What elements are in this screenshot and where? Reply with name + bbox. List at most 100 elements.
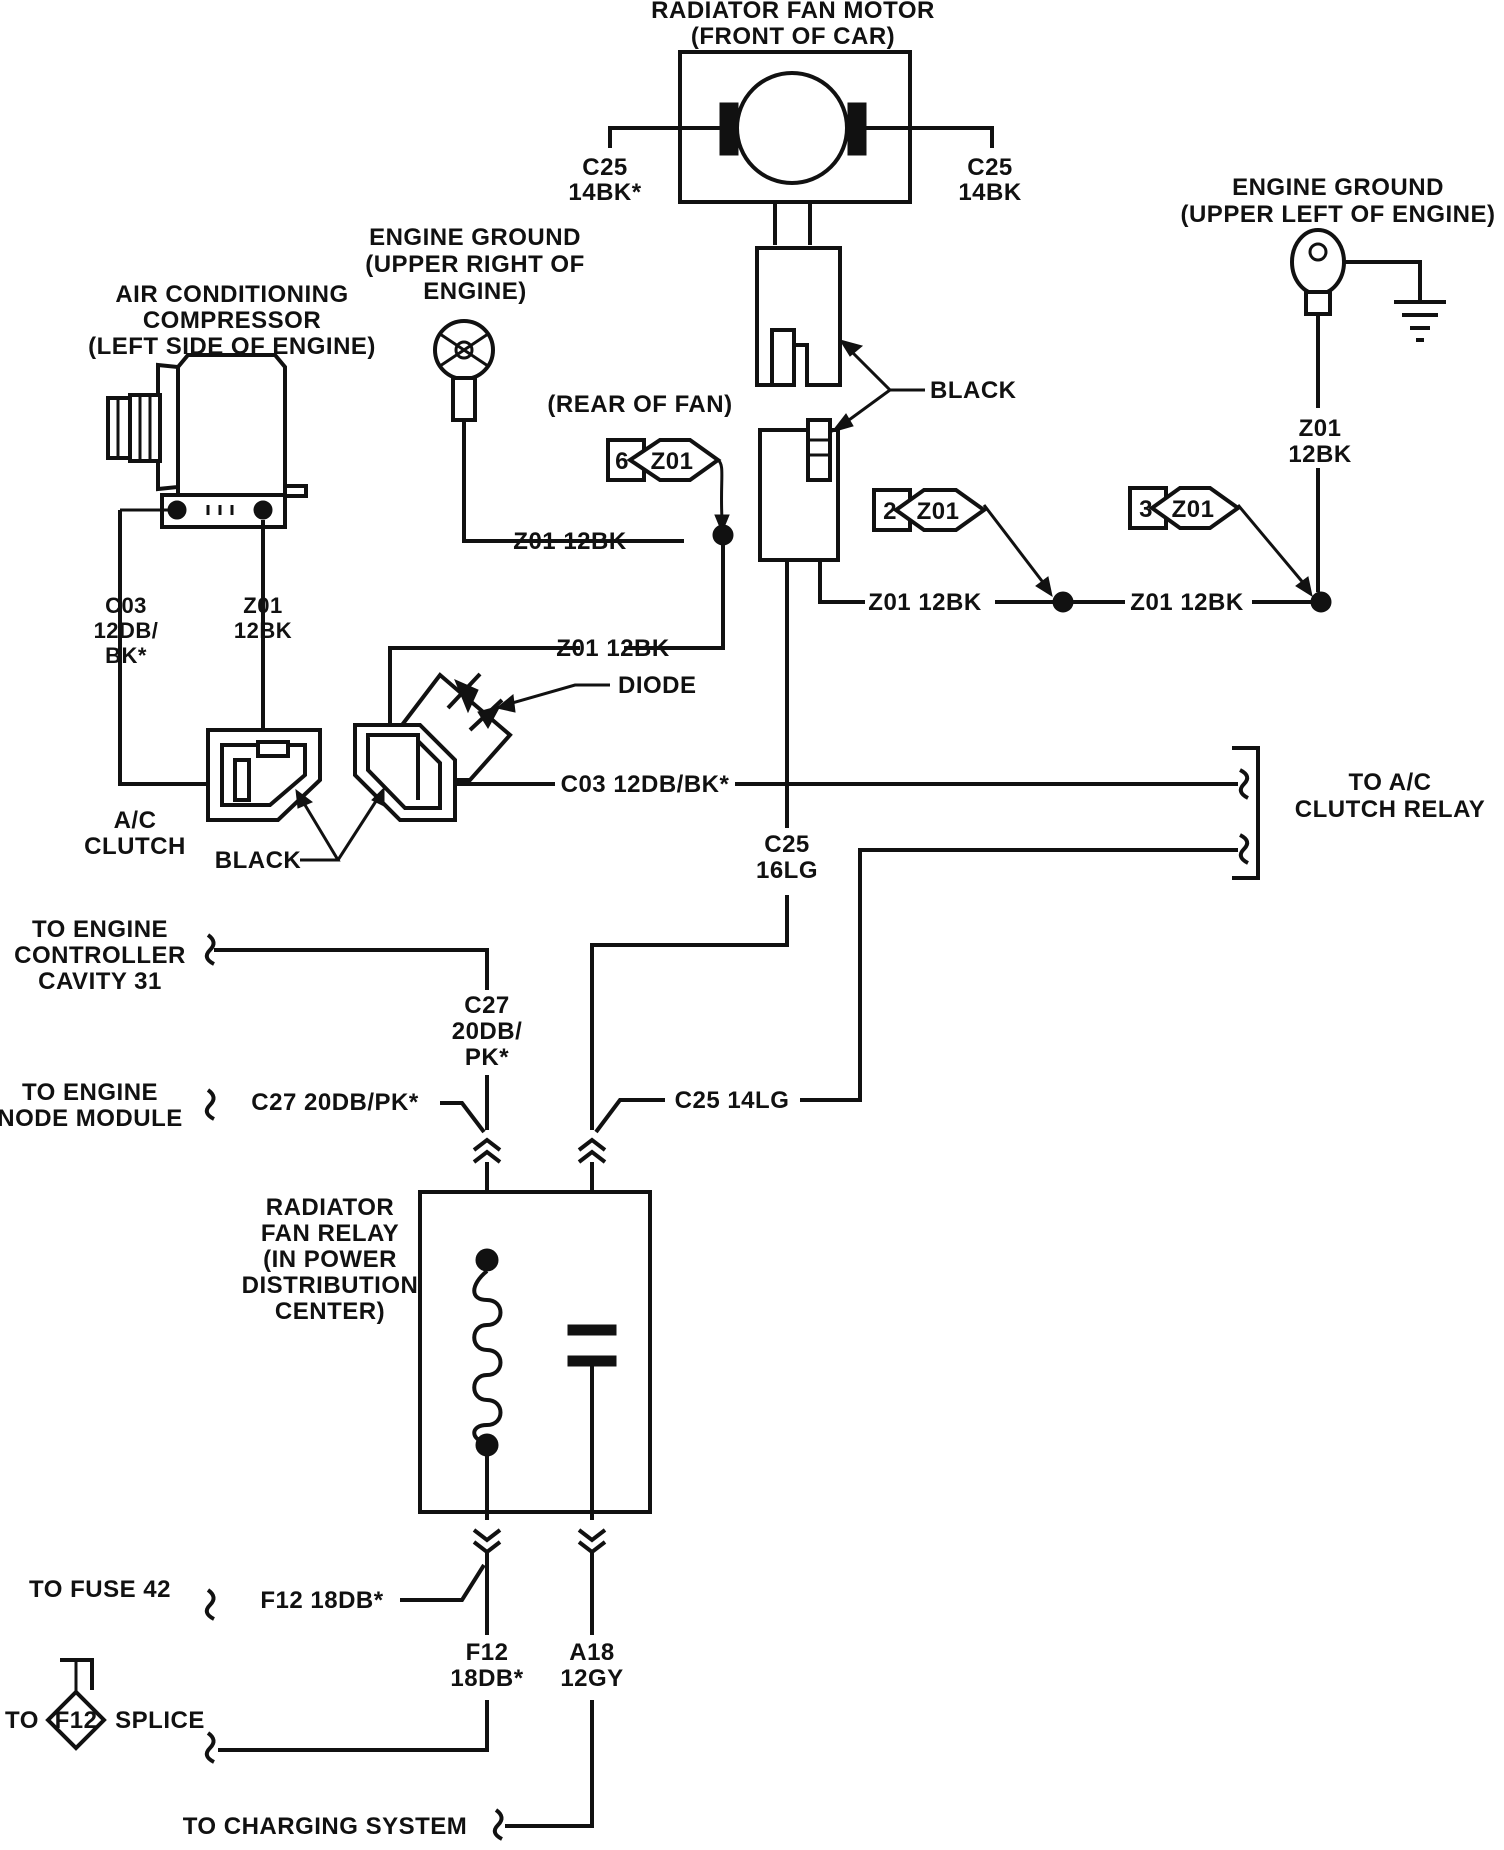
fan-motor-title-1: RADIATOR FAN MOTOR: [651, 0, 935, 24]
c27-2: 20DB/: [452, 1018, 523, 1045]
ac-compressor: [106, 353, 308, 786]
relay-4: DISTRIBUTION: [242, 1272, 419, 1299]
to-eng-ctrl-3: CAVITY 31: [38, 968, 162, 995]
black-bottom-arrows: [295, 786, 385, 862]
black-bottom-label: BLACK: [215, 847, 302, 874]
c25-14lg: C25 14LG: [675, 1087, 790, 1114]
z01-vert-2: 12BK: [1288, 441, 1352, 468]
diode-connector: [353, 646, 580, 822]
to-fuse: TO FUSE 42: [29, 1576, 171, 1603]
c25-16lg-1: C25: [764, 831, 810, 858]
ac-clutch-1: A/C: [114, 807, 157, 834]
relay-1: RADIATOR: [266, 1194, 394, 1221]
to-eng-ctrl-2: CONTROLLER: [14, 942, 186, 969]
splice-tag-3: [1128, 486, 1313, 598]
ground-symbol-icon: [1394, 300, 1446, 342]
f12-horiz: F12 18DB*: [260, 1587, 383, 1614]
splice-tag-2: [872, 488, 1053, 598]
diode-pointer: [504, 683, 610, 707]
black-connector-arrows: [830, 339, 925, 433]
fan-right-wire-2: 14BK: [958, 179, 1022, 206]
c27-horiz: C27 20DB/PK*: [251, 1089, 419, 1116]
fan-right-wire-1: C25: [967, 154, 1013, 181]
relay-3: (IN POWER: [263, 1246, 397, 1273]
relay-5: CENTER): [275, 1298, 385, 1325]
diode-label: DIODE: [618, 672, 697, 699]
fan-left-wire-2: 14BK*: [568, 179, 641, 206]
splice-tag-6: [606, 438, 730, 534]
eng-ctrl-break: [204, 933, 216, 966]
relay-break-1: [1238, 768, 1250, 800]
to-ac-relay-2: CLUTCH RELAY: [1295, 796, 1485, 823]
eng-gnd-right-1: ENGINE GROUND: [369, 224, 581, 251]
ac-comp-1: AIR CONDITIONING: [115, 281, 348, 308]
fan-motor-title-2: (FRONT OF CAR): [691, 23, 895, 50]
wire-a18-charging: [505, 1700, 594, 1828]
ac-comp-2: COMPRESSOR: [143, 307, 321, 334]
to-splice-label: SPLICE: [115, 1707, 205, 1734]
relay-bottom-connectors: [472, 1528, 607, 1635]
c03-3: BK*: [105, 643, 147, 668]
rear-of-fan-label: (REAR OF FAN): [547, 391, 732, 418]
eng-gnd-right-2: (UPPER RIGHT OF: [365, 251, 585, 278]
engine-ground-left-terminal: [1290, 228, 1422, 592]
wire-z01-to-diode: [624, 535, 725, 650]
c27-1: C27: [464, 992, 510, 1019]
ac-clutch-connector: [206, 728, 322, 822]
wire-c25-14lg-join: [594, 1098, 665, 1134]
eng-gnd-left-1: ENGINE GROUND: [1232, 174, 1444, 201]
z01-comp-1: Z01: [243, 593, 282, 618]
black-top-label: BLACK: [930, 377, 1017, 404]
fuse-break: [204, 1588, 216, 1621]
to-splice-to: TO: [5, 1707, 39, 1734]
to-eng-node-2: NODE MODULE: [0, 1105, 183, 1132]
c25-16lg-2: 16LG: [756, 857, 818, 884]
engine-ground-right-terminal: [433, 319, 684, 543]
to-ac-relay-1: TO A/C: [1348, 769, 1431, 796]
c03-horiz: C03 12DB/BK*: [561, 771, 730, 798]
wire-c25-to-relay: [590, 895, 789, 1130]
wire-f12-horiz: [400, 1563, 486, 1602]
diode-arrowhead: [495, 694, 516, 713]
relay-2: FAN RELAY: [261, 1220, 399, 1247]
c03-2: 12DB/: [94, 618, 159, 643]
wire-c27-node: [440, 1101, 486, 1134]
eng-gnd-left-2: (UPPER LEFT OF ENGINE): [1180, 201, 1495, 228]
diode-icon: [446, 672, 504, 732]
c27-3: PK*: [465, 1044, 509, 1071]
a18-2: 12GY: [560, 1665, 623, 1692]
splice-dot-3: [1310, 591, 1332, 613]
ac-clutch-2: CLUTCH: [84, 833, 186, 860]
f12-1: F12: [466, 1639, 509, 1666]
wire-c25-14lg: [800, 848, 1238, 1102]
z01-12bk-a: Z01 12BK: [513, 528, 627, 555]
z01-vert-1: Z01: [1299, 415, 1342, 442]
z01-12bk-c: Z01 12BK: [868, 589, 982, 616]
fan-connector: [755, 246, 842, 562]
eng-node-break: [204, 1088, 216, 1121]
f12-splice-id: F12: [55, 1707, 98, 1734]
tag2-num: 2: [883, 498, 897, 525]
wire-fan-ground: [818, 560, 865, 604]
a18-1: A18: [569, 1639, 615, 1666]
z01-comp-2: 12BK: [234, 618, 292, 643]
radiator-fan-relay: [418, 1190, 652, 1520]
c03-1: C03: [105, 593, 147, 618]
wire-f12-splice: [218, 1700, 489, 1752]
tag3-num: 3: [1139, 496, 1153, 523]
tag6-num: 6: [615, 448, 629, 475]
tag6-id: Z01: [651, 448, 694, 475]
tag3-id: Z01: [1172, 496, 1215, 523]
f12-2: 18DB*: [450, 1665, 523, 1692]
eng-gnd-right-3: ENGINE): [423, 278, 527, 305]
z01-12bk-d: Z01 12BK: [1130, 589, 1244, 616]
f12-splice-tag: [45, 1658, 107, 1751]
fan-left-wire-1: C25: [582, 154, 628, 181]
radiator-fan-motor: [608, 50, 994, 245]
to-charging: TO CHARGING SYSTEM: [183, 1813, 468, 1840]
splice-break: [204, 1731, 216, 1764]
wire-c27-upper: [214, 948, 489, 990]
charging-break: [492, 1808, 504, 1841]
